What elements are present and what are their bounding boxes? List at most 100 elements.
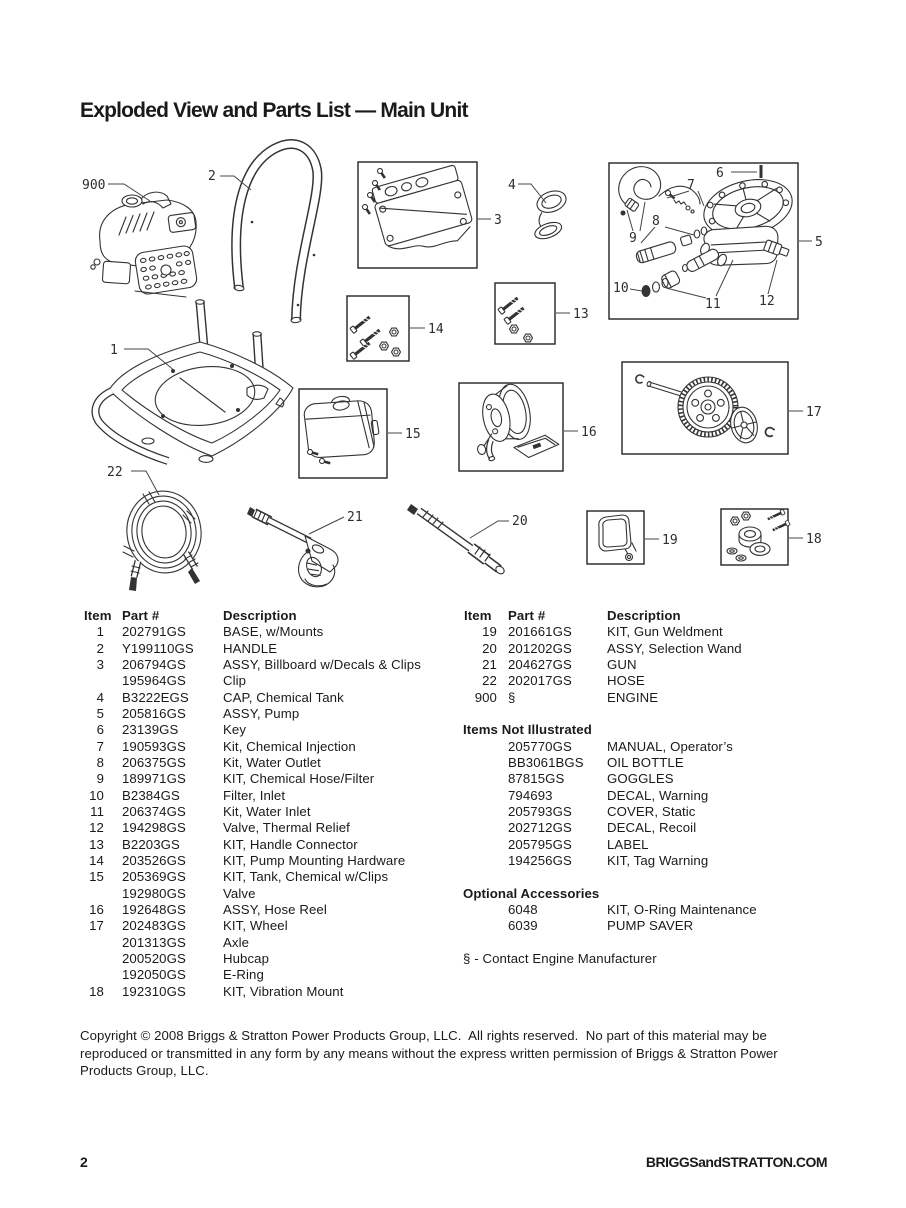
part-number: 201661GS	[508, 624, 572, 640]
callout-billboard: 3	[494, 213, 502, 228]
part-number: B3222EGS	[122, 689, 189, 705]
part-description: KIT, Tag Warning	[607, 852, 709, 868]
part-description: ASSY, Hose Reel	[223, 901, 327, 917]
part-number: 203526GS	[122, 852, 186, 868]
table-row: 6 23139GS Key	[80, 722, 460, 738]
table-row: 192050GS E-Ring	[80, 967, 460, 983]
item-number: 11	[90, 803, 104, 819]
table-row: 22 202017GS HOSE	[463, 673, 906, 689]
table-row: 21 204627GS GUN	[463, 657, 906, 673]
table-row: 6048 KIT, O-Ring Maintenance	[463, 902, 906, 918]
item-number: 17	[89, 918, 104, 934]
part-description: GUN	[607, 656, 637, 672]
header-part: Part #	[122, 608, 160, 623]
callout-gun-weldment: 19	[662, 533, 678, 548]
part-number: 205770GS	[508, 738, 572, 754]
table-row: 194256GS KIT, Tag Warning	[463, 853, 906, 869]
callout-leader-lines	[108, 175, 812, 540]
billboard-box	[357, 161, 478, 269]
table-row: § - Contact Engine Manufacturer	[463, 951, 906, 967]
page-number: 2	[80, 1154, 88, 1170]
part-description: ASSY, Pump	[223, 705, 300, 721]
table-row: 192980GS Valve	[80, 886, 460, 902]
item-number: 13	[89, 836, 104, 852]
table-rows-left: 1 202791GS BASE, w/Mounts 2 Y199110GS HA…	[80, 624, 460, 1000]
table-header-left: Item Part # Description	[80, 608, 460, 624]
callout-gun: 21	[347, 510, 363, 525]
part-number: 205816GS	[122, 705, 186, 721]
part-description: KIT, Gun Weldment	[607, 624, 723, 640]
engine-drawing	[90, 191, 198, 298]
callout-base: 1	[110, 343, 118, 358]
table-row: 3 206794GS ASSY, Billboard w/Decals & Cl…	[80, 657, 460, 673]
callout-hose-reel: 16	[581, 425, 597, 440]
part-number: BB3061BGS	[508, 754, 584, 770]
table-header-right: Item Part # Description	[463, 608, 906, 624]
part-number: 204627GS	[508, 656, 572, 672]
part-number: 206375GS	[122, 754, 186, 770]
part-description: PUMP SAVER	[607, 918, 694, 934]
table-row: 12 194298GS Valve, Thermal Relief	[80, 820, 460, 836]
part-number: B2203GS	[122, 836, 180, 852]
table-row	[463, 869, 906, 885]
item-number: 5	[96, 705, 104, 721]
part-description: OIL BOTTLE	[607, 754, 684, 770]
part-description: MANUAL, Operator’s	[607, 738, 733, 754]
part-number: 200520GS	[122, 950, 186, 966]
part-number: Y199110GS	[122, 640, 194, 656]
vibration-mount-box	[720, 507, 792, 566]
copyright-line: reproduced or transmitted in any form by…	[80, 1045, 778, 1061]
pump-hardware-box	[346, 295, 410, 362]
gun-weldment-box	[586, 510, 645, 565]
table-row: 205770GS MANUAL, Operator’s	[463, 739, 906, 755]
callout-vibration-mount: 18	[806, 532, 822, 547]
part-description: Kit, Water Outlet	[223, 754, 321, 770]
part-description: Axle	[223, 934, 250, 950]
table-row: 4 B3222EGS CAP, Chemical Tank	[80, 690, 460, 706]
part-description: KIT, Wheel	[223, 918, 288, 934]
section-title: Optional Accessories	[463, 885, 600, 901]
wand-drawing	[407, 504, 505, 575]
part-number: 6048	[508, 901, 538, 917]
item-number: 8	[96, 754, 104, 770]
hose-reel-box	[458, 382, 564, 472]
handle-connector-box	[494, 282, 556, 345]
item-number: 21	[482, 656, 497, 672]
callout-thermal-relief: 12	[759, 294, 775, 309]
callout-engine: 900	[82, 178, 105, 193]
part-number: 794693	[508, 787, 553, 803]
table-row: 202712GS DECAL, Recoil	[463, 820, 906, 836]
callout-chemical-tank: 15	[405, 427, 421, 442]
part-description: BASE, w/Mounts	[223, 624, 324, 640]
part-description: LABEL	[607, 836, 649, 852]
callout-handle: 2	[208, 169, 216, 184]
page-title: Exploded View and Parts List — Main Unit	[80, 99, 468, 122]
table-row: 7 190593GS Kit, Chemical Injection	[80, 739, 460, 755]
item-number: 22	[482, 673, 497, 689]
part-number: B2384GS	[122, 787, 180, 803]
part-number: 192980GS	[122, 885, 186, 901]
part-description: KIT, Chemical Hose/Filter	[223, 771, 375, 787]
website-footer: BRIGGSandSTRATTON.COM	[645, 1154, 828, 1170]
part-number: 192648GS	[122, 901, 186, 917]
callout-chemical-injection: 7	[687, 178, 695, 193]
item-number: 15	[89, 869, 104, 885]
table-row: 11 206374GS Kit, Water Inlet	[80, 804, 460, 820]
item-number: 19	[482, 624, 497, 640]
part-description: Kit, Water Inlet	[223, 803, 311, 819]
parts-table-left: Item Part # Description 1 202791GS BASE,…	[80, 608, 460, 1000]
part-description: HANDLE	[223, 640, 278, 656]
table-row: 201313GS Axle	[80, 935, 460, 951]
table-row: 9 189971GS KIT, Chemical Hose/Filter	[80, 771, 460, 787]
item-number: 3	[96, 656, 104, 672]
callout-pump-hardware: 14	[428, 322, 444, 337]
part-description: ASSY, Billboard w/Decals & Clips	[223, 656, 421, 672]
chemical-tank-box	[298, 388, 388, 479]
part-number: §	[508, 689, 516, 705]
part-description: Hubcap	[223, 950, 270, 966]
exploded-view-diagram: 900 1 2 3 4 5 6 7 8 9 10 11 12 13 14 15 …	[82, 139, 823, 591]
part-number: 23139GS	[122, 722, 179, 738]
item-number: 12	[89, 820, 104, 836]
item-number: 900	[474, 689, 497, 705]
part-number: 202017GS	[508, 673, 572, 689]
